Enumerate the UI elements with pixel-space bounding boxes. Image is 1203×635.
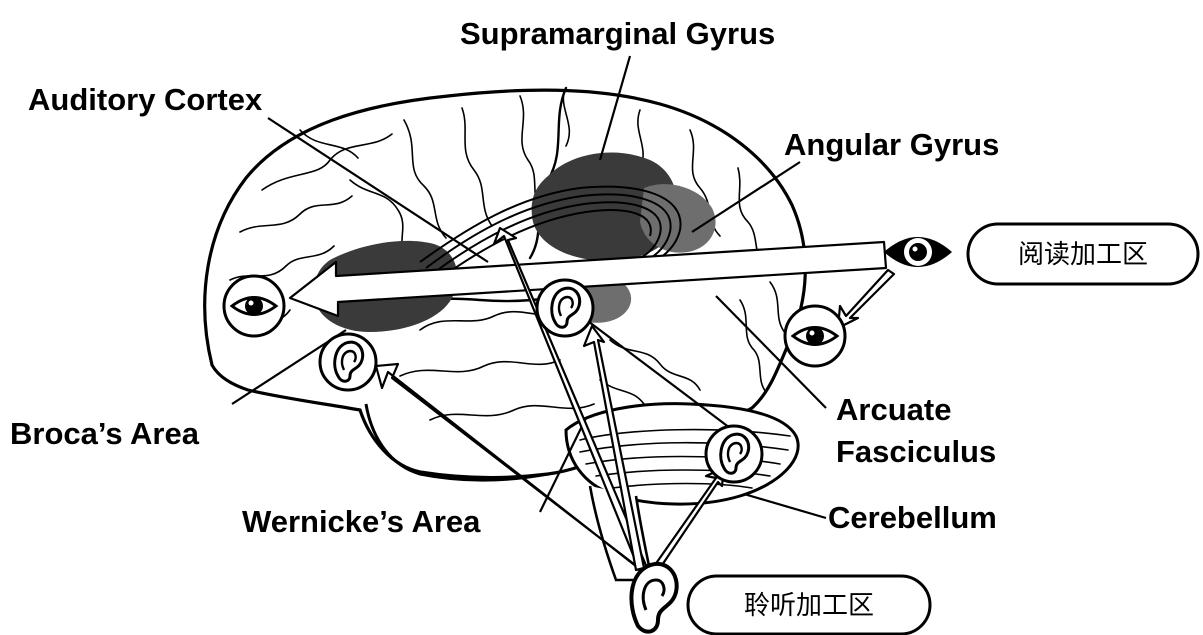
ear-icon bbox=[537, 280, 593, 336]
listening-pill-label: 聆听加工区 bbox=[744, 591, 874, 621]
label-brocas-area: Broca’s Area bbox=[10, 416, 200, 451]
ear-icon bbox=[706, 426, 762, 482]
reading-pill: 阅读加工区 bbox=[968, 224, 1198, 284]
eye-icon bbox=[785, 306, 845, 366]
label-arcuate: Arcuate bbox=[836, 392, 951, 427]
ear-icon bbox=[631, 564, 676, 632]
label-cerebellum: Cerebellum bbox=[828, 500, 997, 535]
label-angular-gyrus: Angular Gyrus bbox=[784, 127, 999, 162]
eye-icon bbox=[884, 237, 952, 267]
label-fasciculus: Fasciculus bbox=[836, 434, 996, 469]
label-wernickes-area: Wernicke’s Area bbox=[242, 504, 481, 539]
listening-pill: 聆听加工区 bbox=[688, 576, 930, 634]
label-supramarginal-gyrus: Supramarginal Gyrus bbox=[460, 16, 775, 51]
reading-pill-label: 阅读加工区 bbox=[1018, 240, 1148, 270]
ear-icon bbox=[320, 334, 376, 390]
eye-icon bbox=[224, 276, 284, 336]
label-auditory-cortex: Auditory Cortex bbox=[28, 82, 263, 117]
